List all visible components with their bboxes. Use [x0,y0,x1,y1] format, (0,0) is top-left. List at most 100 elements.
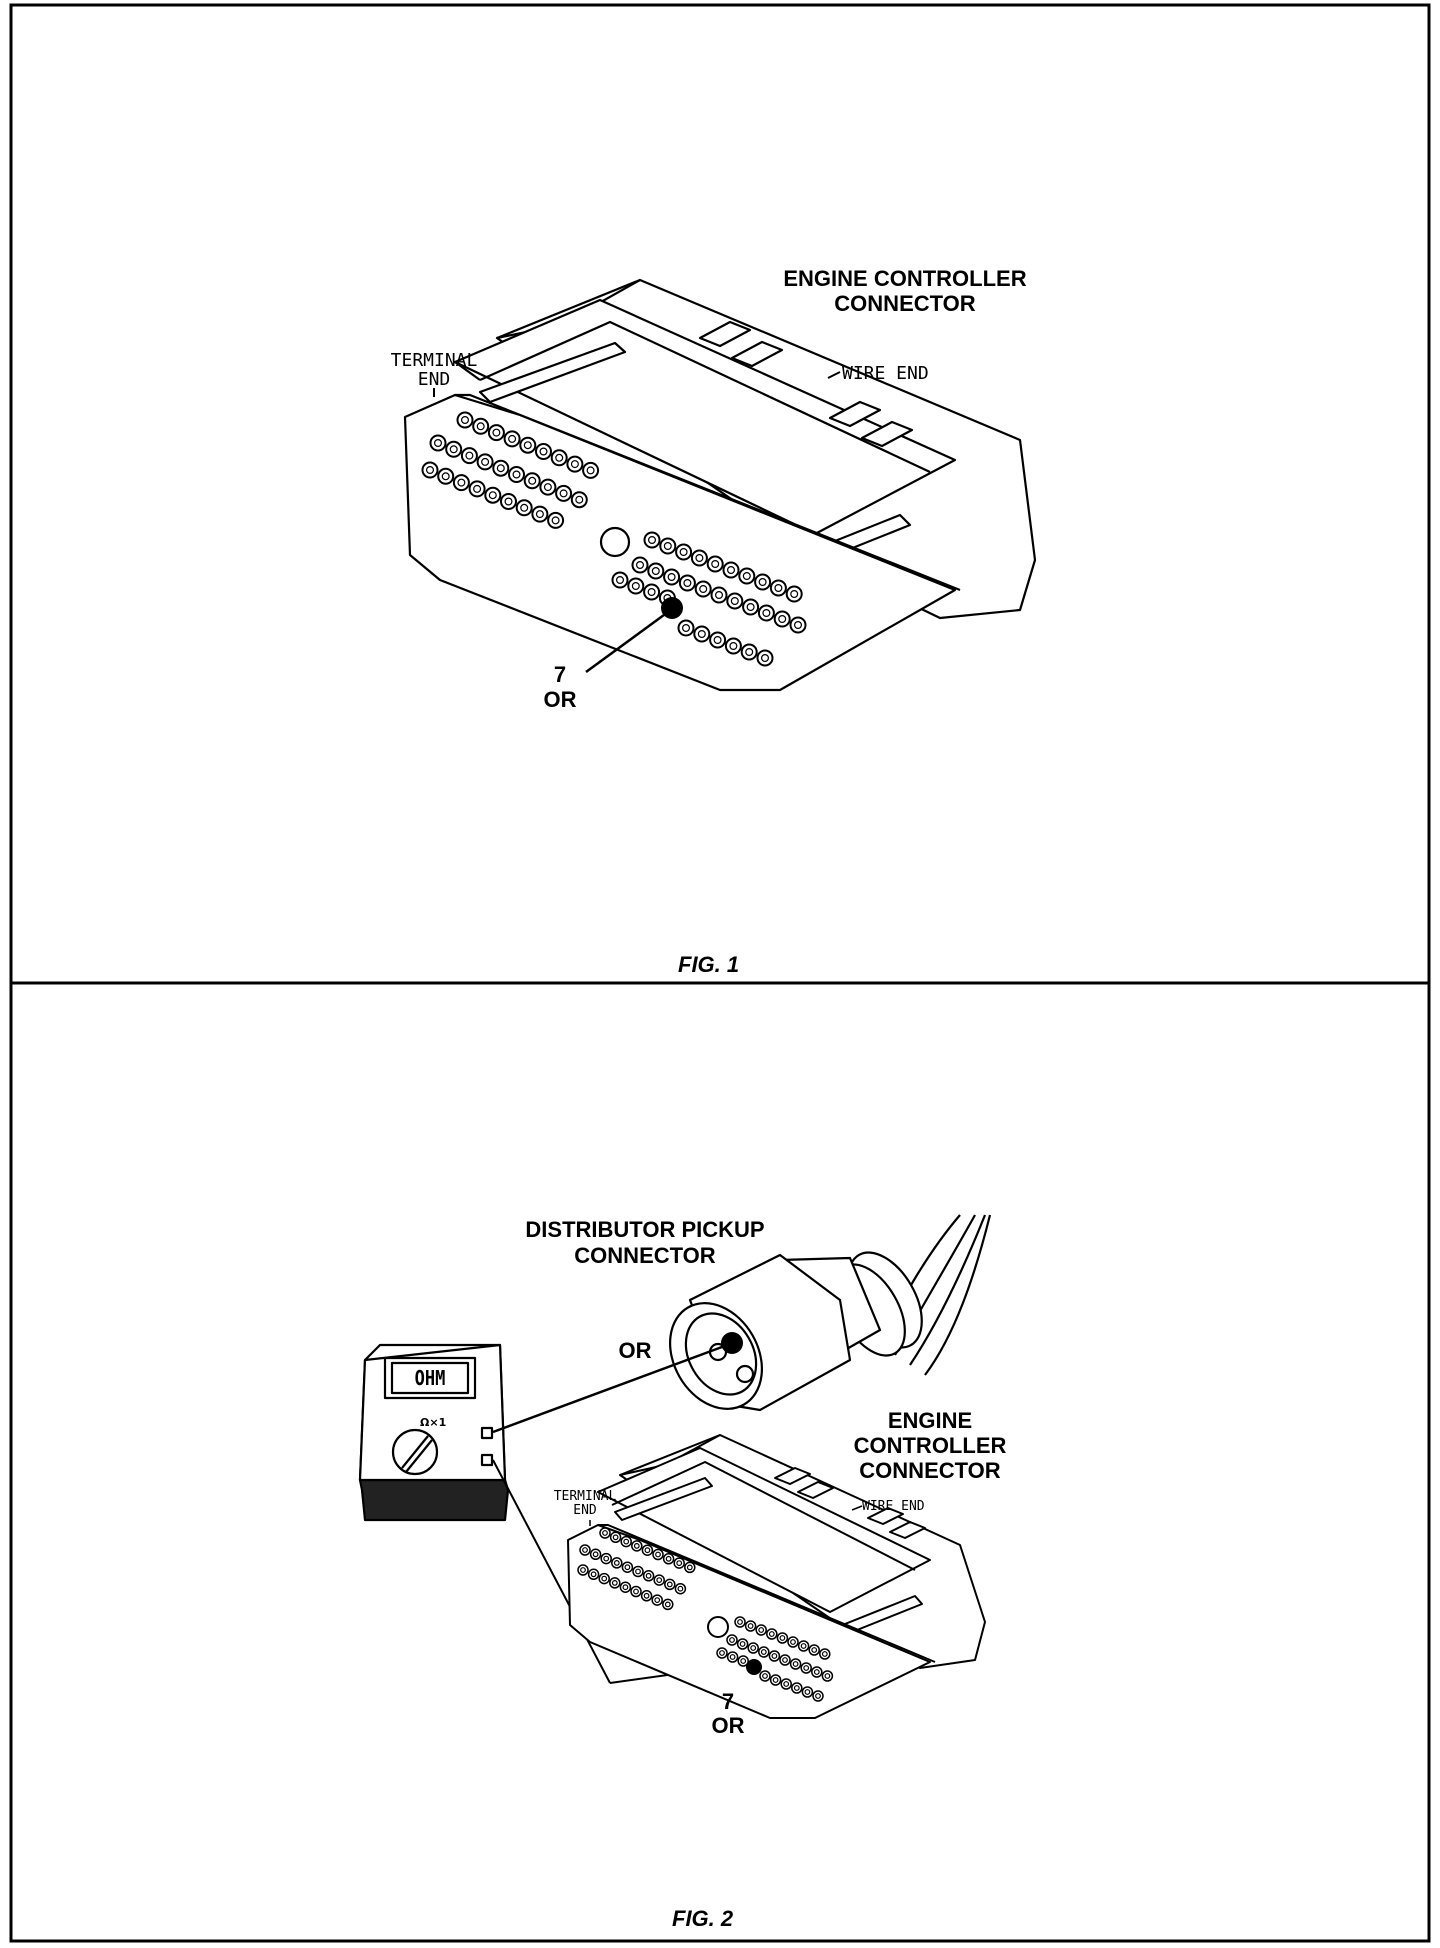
connector-pin-socket [631,581,640,590]
connector-pin [570,491,588,509]
connector-pin-socket [666,1581,673,1588]
connector-pin-socket [603,1555,610,1562]
connector-pin [503,430,521,448]
connector-pin-socket [559,489,568,498]
connector-pin-socket [713,635,722,644]
connector-pin-socket [441,472,450,481]
connector-pin [421,461,439,479]
fig2-wire-end-label: WIRE END [862,1499,925,1514]
connector-pin-socket [739,1641,746,1647]
connector-pin [627,577,645,595]
distributor-pickup-connector [668,1214,992,1412]
connector-pin [684,1561,696,1574]
connector-pin [766,1628,778,1640]
connector-pin-socket [800,1643,807,1649]
connector-pin-socket [714,590,723,599]
connector-pin-socket [481,457,490,466]
connector-pin [445,440,463,458]
connector-pin-socket [582,1547,588,1553]
connector-pin-socket [615,575,624,584]
connector-pin [812,1690,824,1702]
connector-pin-socket [778,614,787,623]
connector-pin-socket [750,1645,757,1651]
connector-pin-socket [635,560,644,569]
connector-pin-socket [711,559,720,568]
connector-pin [716,1647,728,1659]
connector-pin-socket [655,1551,661,1558]
connector-pin-socket [555,453,564,462]
connector-pin-socket [758,577,767,586]
connector-pin [797,1640,810,1652]
connector-pin [747,1642,759,1654]
ohmmeter [358,1343,510,1522]
connector-pin [587,1568,600,1581]
fig1-connector-title-line1: ENGINE CONTROLLER [783,266,1027,291]
connector-pin-socket [624,1564,631,1571]
connector-pin [651,1594,663,1606]
connector-pin-socket [434,439,443,448]
connector-pin-socket [740,1658,747,1664]
connector-pin [758,1646,770,1658]
fig1-terminal-end-label-line2: END [417,369,451,390]
connector-pin-socket [645,1572,652,1579]
fig2-terminal-end-label-line2: END [573,1503,597,1518]
connector-pin [630,1585,642,1598]
connector-pin [742,598,760,616]
connector-pin [785,585,803,603]
connector-pin-socket [613,1559,620,1566]
connector-pin [759,1670,771,1682]
engine-controller-connector-fig1 [403,278,1037,692]
connector-pin [726,1651,739,1663]
connector-pin [611,571,629,589]
connector-pin-socket [813,1669,820,1675]
connector-pin [643,531,661,549]
connector-pin [550,449,568,467]
connector-pin [652,1548,664,1561]
connector-pin-socket [539,447,548,456]
connector-pin-socket [528,476,537,485]
connector-pin-socket [590,1571,597,1578]
connector-pin-socket [520,503,529,512]
connector-pin [508,466,525,483]
connector-pin [789,1658,802,1670]
connector-pin-socket [644,1547,651,1554]
connector-pin [800,1662,812,1674]
connector-pin [690,549,708,567]
connector-pin-socket [461,416,470,425]
connector-pin [515,499,533,517]
connector-pin [821,1670,834,1682]
connector-pin [547,511,565,529]
connector-pin [640,1590,653,1602]
connector-pin [789,616,807,634]
connector-pin-socket [654,1597,661,1603]
connector-pin-socket [686,1564,693,1571]
connector-pin-socket [612,1534,619,1541]
fig1-pin-color: OR [543,687,577,712]
connector-pin-socket [647,587,656,596]
connector-pin [662,1598,674,1611]
connector-pin [673,1557,685,1569]
connector-pin [737,1655,749,1667]
connector-pin [600,1552,612,1565]
connector-pin [724,637,742,655]
connector-pin-socket [677,1585,684,1592]
connector-pin [452,474,470,492]
connector-pin [609,1531,622,1544]
connector-pin-socket [793,620,802,629]
connector-pin-socket [473,484,482,493]
connector-pin [492,459,510,477]
connector-pin [589,1548,602,1561]
connector-pin-socket [774,583,783,592]
connector-pin [641,1544,654,1556]
connector-pin-socket [730,596,739,605]
connector-pin [643,583,661,601]
connector-pin-socket [695,553,704,562]
connector-pin-socket [665,1555,672,1562]
connector-pin [709,631,727,649]
connector-pin [726,592,744,610]
connector-pin [662,1553,675,1565]
connector-pin-socket [771,1653,778,1659]
connector-pin-socket [601,1575,608,1582]
test-lead-distributor [492,1342,731,1434]
connector-pin [694,580,712,598]
